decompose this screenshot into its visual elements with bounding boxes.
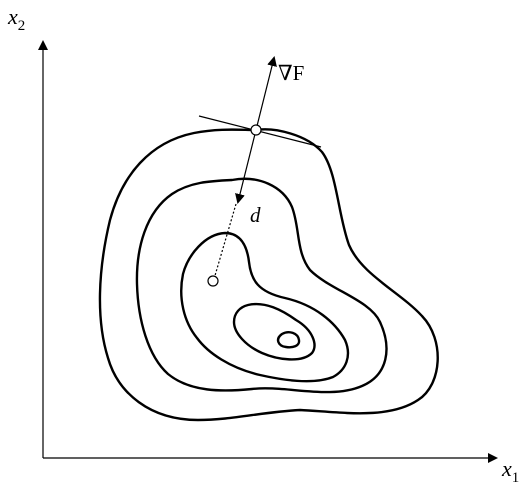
contour-innermost bbox=[276, 331, 301, 349]
gradient-arrow bbox=[255, 56, 277, 131]
direction-arrow bbox=[235, 129, 257, 204]
x-axis-label-subscript: 1 bbox=[512, 470, 520, 486]
contour-fourth bbox=[232, 302, 316, 361]
gradient-label: ∇F bbox=[278, 61, 304, 85]
contour-second bbox=[135, 177, 388, 394]
y-axis-label: x2 bbox=[7, 4, 25, 34]
x-axis-label: x1 bbox=[501, 456, 519, 486]
minimum-estimate-point bbox=[207, 275, 219, 287]
y-axis-label-subscript: 2 bbox=[18, 18, 26, 34]
x-axis-label-main: x bbox=[501, 456, 512, 481]
y-axis-label-main: x bbox=[7, 4, 18, 29]
direction-dotted-line bbox=[213, 203, 237, 280]
tangent-point bbox=[250, 124, 262, 136]
contour-outer bbox=[98, 128, 439, 422]
direction-label: d bbox=[250, 203, 261, 227]
contour-third bbox=[180, 231, 350, 383]
